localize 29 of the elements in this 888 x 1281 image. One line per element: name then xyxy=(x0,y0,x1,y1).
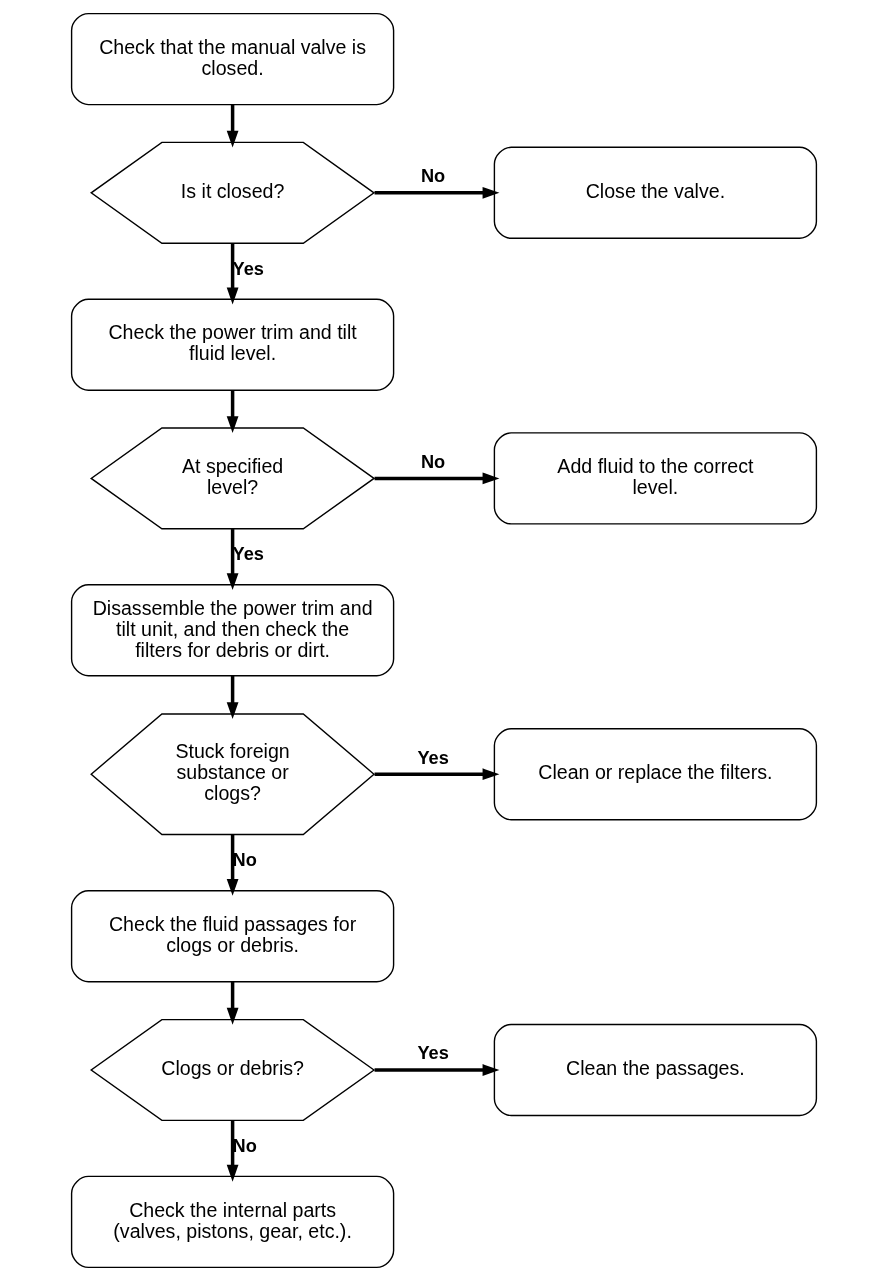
arrow xyxy=(226,243,239,305)
arrow xyxy=(226,529,239,591)
arrow xyxy=(226,104,239,148)
node-box: Close the valve. xyxy=(493,146,818,239)
arrow xyxy=(226,834,239,896)
edge-label: No xyxy=(232,1135,257,1156)
arrow xyxy=(226,390,239,434)
edge-label: Yes xyxy=(417,1043,449,1064)
edge-label: No xyxy=(420,451,446,472)
arrow xyxy=(374,472,500,485)
node-box: Check the internal parts (valves, pistons, gear, etc.). xyxy=(70,1175,395,1269)
node-box: Check the power trim and tilt fluid level. xyxy=(70,298,395,391)
edge-label: No xyxy=(420,166,446,187)
arrow xyxy=(374,186,500,199)
edge-label: Yes xyxy=(417,747,449,768)
arrow xyxy=(374,1064,500,1076)
edge-label: Yes xyxy=(232,258,264,279)
node-box: Add fluid to the correct level. xyxy=(493,432,818,525)
edge-label: Yes xyxy=(232,544,264,565)
node-box: Clean or replace the filters. xyxy=(493,728,818,821)
node-box: Check that the manual valve is closed. xyxy=(70,12,395,106)
arrow xyxy=(374,768,500,781)
arrow xyxy=(226,1120,239,1182)
node-box: Clean the passages. xyxy=(493,1023,818,1117)
arrow xyxy=(226,675,239,719)
arrow xyxy=(226,982,239,1025)
node-box: Check the fluid passages for clogs or debris. xyxy=(70,890,395,983)
edge-label: No xyxy=(232,850,257,871)
node-box: Disassemble the power trim and tilt unit, and then check the filters for debris or dirt. xyxy=(70,584,395,677)
